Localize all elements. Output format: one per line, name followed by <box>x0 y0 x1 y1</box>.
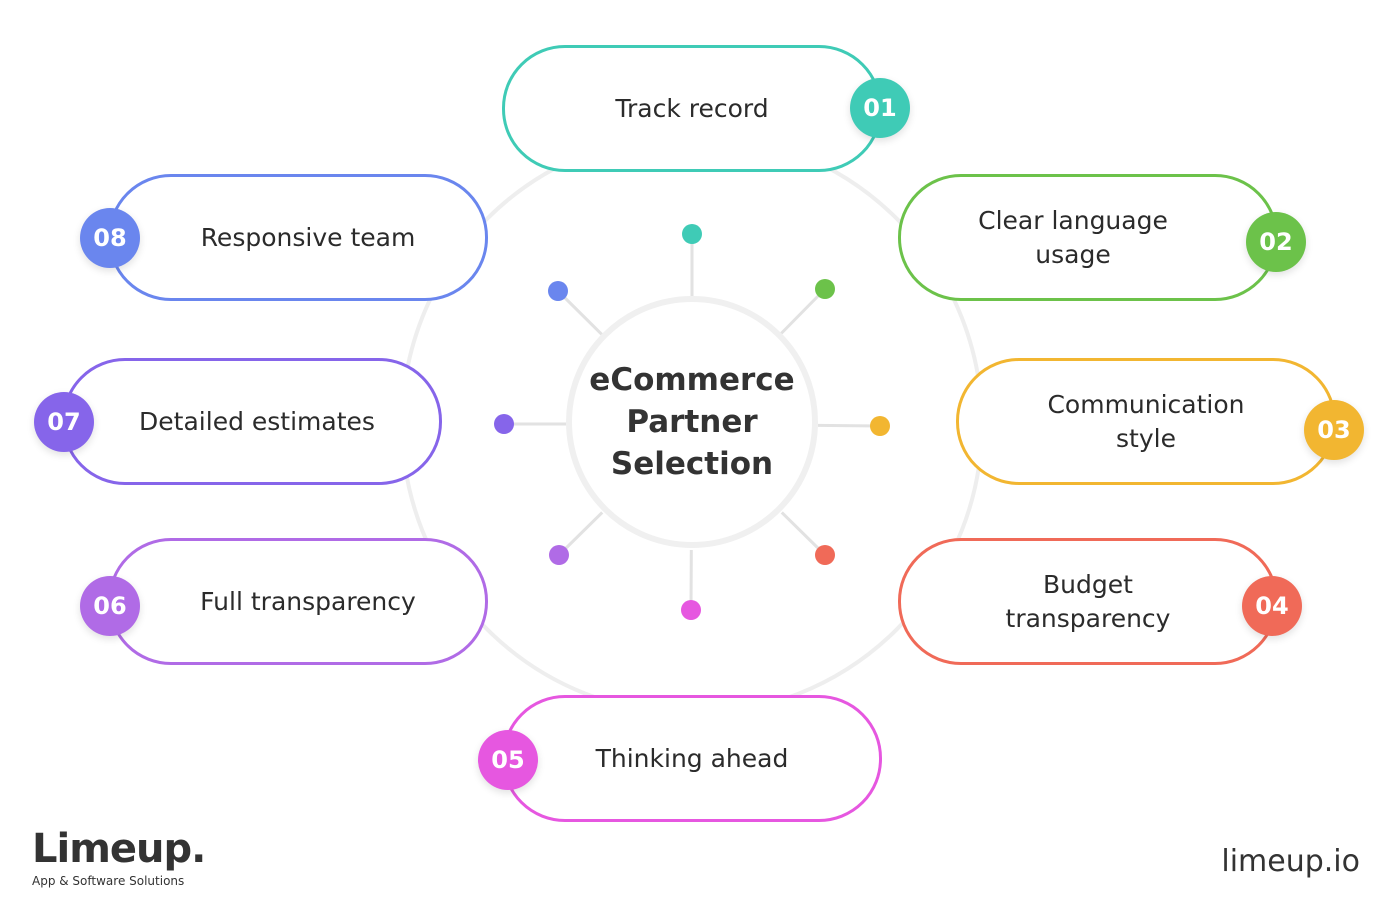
spoke-dot-08 <box>548 281 568 301</box>
item-label: Communication style <box>1047 389 1245 453</box>
badge-07: 07 <box>34 392 94 452</box>
badge-06: 06 <box>80 576 140 636</box>
website-link[interactable]: limeup.io <box>1221 844 1360 879</box>
spoke-dot-04 <box>815 545 835 565</box>
center-hub: eCommerce Partner Selection <box>566 296 818 548</box>
badge-05: 05 <box>478 730 538 790</box>
spoke-dot-06 <box>549 545 569 565</box>
badge-08: 08 <box>80 208 140 268</box>
badge-02: 02 <box>1246 212 1306 272</box>
spoke-dot-03 <box>870 416 890 436</box>
item-communication-style: Communication style <box>956 358 1336 485</box>
spoke-dot-07 <box>494 414 514 434</box>
badge-04: 04 <box>1242 576 1302 636</box>
item-full-transparency: Full transparency <box>108 538 488 665</box>
brand-logo: Limeup. <box>32 826 206 872</box>
spoke-dot-02 <box>815 279 835 299</box>
item-label: Responsive team <box>200 222 416 252</box>
item-track-record: Track record <box>502 45 882 172</box>
spoke-line <box>817 423 881 428</box>
item-label: Budget transparency <box>1005 569 1171 633</box>
badge-03: 03 <box>1304 400 1364 460</box>
spoke-line <box>556 289 604 337</box>
brand-tagline: App & Software Solutions <box>32 874 185 888</box>
spoke-dot-05 <box>681 600 701 620</box>
item-label: Thinking ahead <box>595 743 789 773</box>
item-label: Track record <box>615 93 769 123</box>
item-label: Clear language usage <box>978 205 1168 269</box>
item-budget-transparency: Budget transparency <box>898 538 1278 665</box>
item-thinking-ahead: Thinking ahead <box>502 695 882 822</box>
item-responsive-team: Responsive team <box>108 174 488 301</box>
center-title: eCommerce Partner Selection <box>589 362 795 482</box>
item-detailed-estimates: Detailed estimates <box>62 358 442 485</box>
badge-01: 01 <box>850 78 910 138</box>
spoke-dot-01 <box>682 224 702 244</box>
brand: Limeup. App & Software Solutions <box>32 826 206 888</box>
item-label: Full transparency <box>200 586 416 616</box>
item-label: Detailed estimates <box>139 406 375 436</box>
item-clear-language-usage: Clear language usage <box>898 174 1278 301</box>
